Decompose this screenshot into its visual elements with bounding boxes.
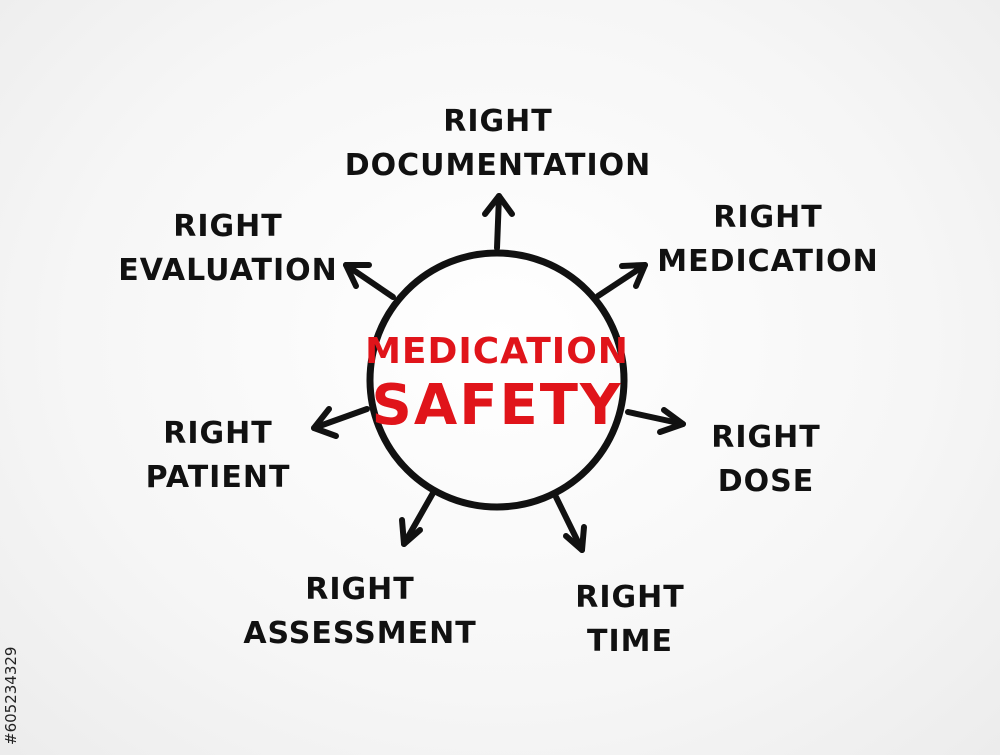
arrow-patient [311, 406, 370, 439]
arrow-dose [625, 407, 686, 435]
node-assessment-line2: ASSESSMENT [243, 616, 477, 651]
arrow-assessment [399, 490, 436, 547]
node-documentation-line1: RIGHT [443, 104, 553, 139]
node-assessment: RIGHT ASSESSMENT [243, 568, 476, 656]
node-dose-line2: DOSE [717, 464, 815, 499]
node-patient: RIGHT PATIENT [146, 412, 291, 500]
node-patient-line2: PATIENT [145, 460, 291, 495]
arrow-evaluation [343, 262, 396, 300]
center-title: MEDICATION SAFETY [365, 330, 629, 438]
node-time: RIGHT TIME [575, 576, 684, 664]
center-title-line1: MEDICATION [365, 331, 629, 372]
node-medication-line1: RIGHT [713, 200, 823, 235]
node-medication: RIGHT MEDICATION [657, 196, 879, 284]
arrow-documentation [482, 193, 515, 251]
node-patient-line1: RIGHT [163, 416, 273, 451]
stock-id: #605234329 [2, 646, 20, 745]
node-assessment-line1: RIGHT [305, 572, 415, 607]
arrow-medication [595, 262, 648, 299]
node-time-line1: RIGHT [575, 580, 685, 615]
node-dose-line1: RIGHT [711, 420, 821, 455]
node-medication-line2: MEDICATION [657, 244, 879, 279]
node-dose: RIGHT DOSE [711, 416, 820, 504]
node-evaluation: RIGHT EVALUATION [118, 205, 338, 293]
node-documentation-line2: DOCUMENTATION [344, 148, 652, 183]
node-time-line2: TIME [587, 624, 673, 659]
arrow-time [553, 494, 587, 553]
node-documentation: RIGHT DOCUMENTATION [345, 100, 652, 188]
node-evaluation-line1: RIGHT [173, 209, 283, 244]
center-title-line2: SAFETY [371, 373, 623, 438]
center-circle [366, 249, 628, 511]
node-evaluation-line2: EVALUATION [118, 253, 338, 288]
